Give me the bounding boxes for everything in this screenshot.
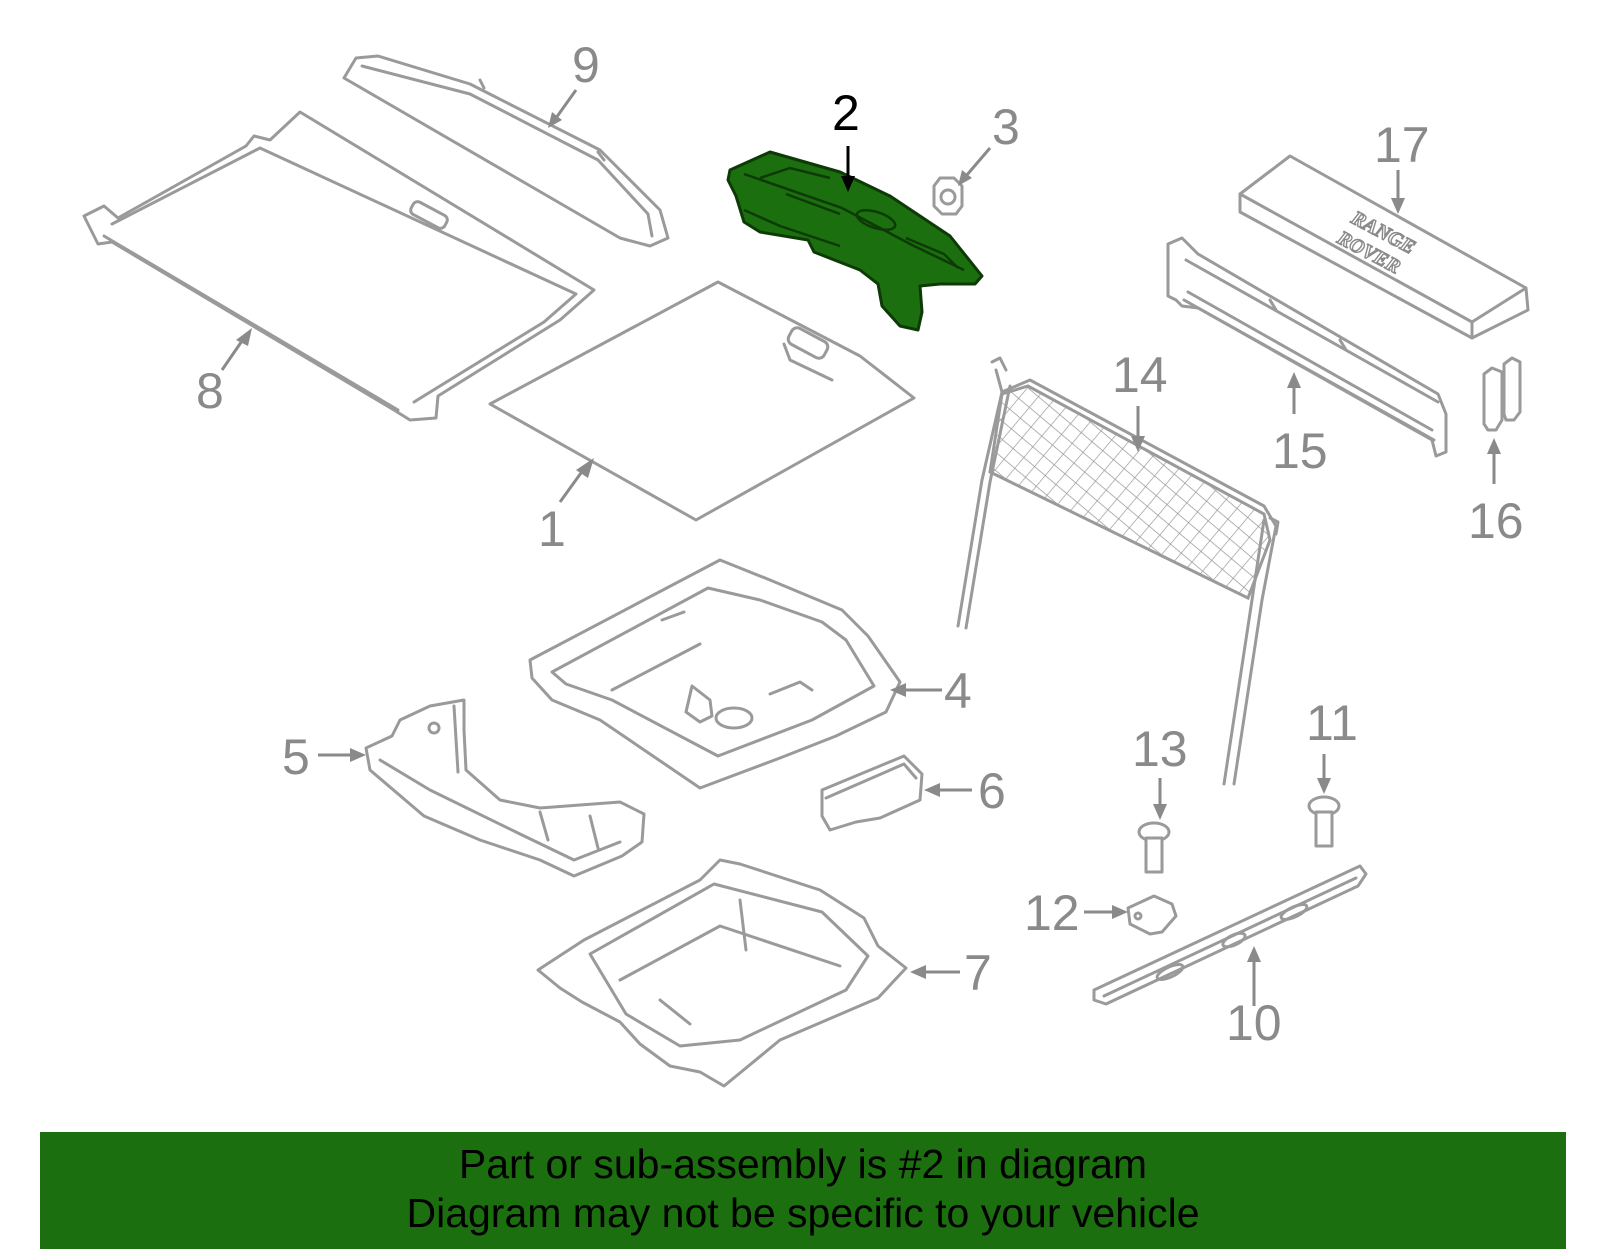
callout-numbers: 1 2 3 4 5 6 7 8 9 10 11 12 13 14 15 16 1… xyxy=(196,37,1524,1051)
callout-leaders xyxy=(220,89,1501,1006)
callout-8[interactable]: 8 xyxy=(196,363,224,419)
callout-7[interactable]: 7 xyxy=(964,945,992,1001)
part-15-rail[interactable] xyxy=(1166,236,1448,458)
info-banner: Part or sub-assembly is #2 in diagram Di… xyxy=(40,1132,1566,1249)
callout-10[interactable]: 10 xyxy=(1226,995,1282,1051)
part-6-block[interactable] xyxy=(820,754,924,832)
part-7-floor-pan[interactable] xyxy=(536,858,908,1088)
callout-12[interactable]: 12 xyxy=(1024,885,1080,941)
parts-diagram: RANGE ROVER xyxy=(82,37,1530,1088)
callout-14[interactable]: 14 xyxy=(1112,347,1168,403)
callout-16[interactable]: 16 xyxy=(1468,493,1524,549)
part-11-bolt[interactable] xyxy=(1307,795,1341,848)
callout-2[interactable]: 2 xyxy=(832,85,860,141)
callout-3[interactable]: 3 xyxy=(992,99,1020,155)
part-2-trim-panel-highlighted[interactable] xyxy=(726,150,984,332)
part-1-load-floor[interactable] xyxy=(488,280,916,522)
banner-line-1: Part or sub-assembly is #2 in diagram xyxy=(458,1141,1148,1187)
part-16-post[interactable] xyxy=(1482,356,1522,432)
part-12-clip[interactable] xyxy=(1126,894,1178,936)
part-3-nut[interactable] xyxy=(932,176,964,216)
callout-17[interactable]: 17 xyxy=(1374,117,1430,173)
banner-line-2: Diagram may not be specific to your vehi… xyxy=(406,1190,1200,1236)
callout-13[interactable]: 13 xyxy=(1132,721,1188,777)
part-5-bracket[interactable] xyxy=(364,698,646,878)
part-10-rail-strip[interactable] xyxy=(1092,864,1368,1006)
callout-9[interactable]: 9 xyxy=(572,37,600,93)
callout-4[interactable]: 4 xyxy=(944,663,972,719)
part-9-cover-strip[interactable] xyxy=(342,54,670,248)
part-4-tray[interactable] xyxy=(528,558,902,790)
callout-6[interactable]: 6 xyxy=(978,763,1006,819)
part-8-load-cover[interactable] xyxy=(82,110,596,422)
callout-15[interactable]: 15 xyxy=(1272,423,1328,479)
callout-1[interactable]: 1 xyxy=(538,501,566,557)
callout-5[interactable]: 5 xyxy=(282,729,310,785)
part-13-bolt[interactable] xyxy=(1137,821,1171,874)
callout-11[interactable]: 11 xyxy=(1306,695,1358,751)
part-14-cargo-net[interactable] xyxy=(956,356,1280,786)
